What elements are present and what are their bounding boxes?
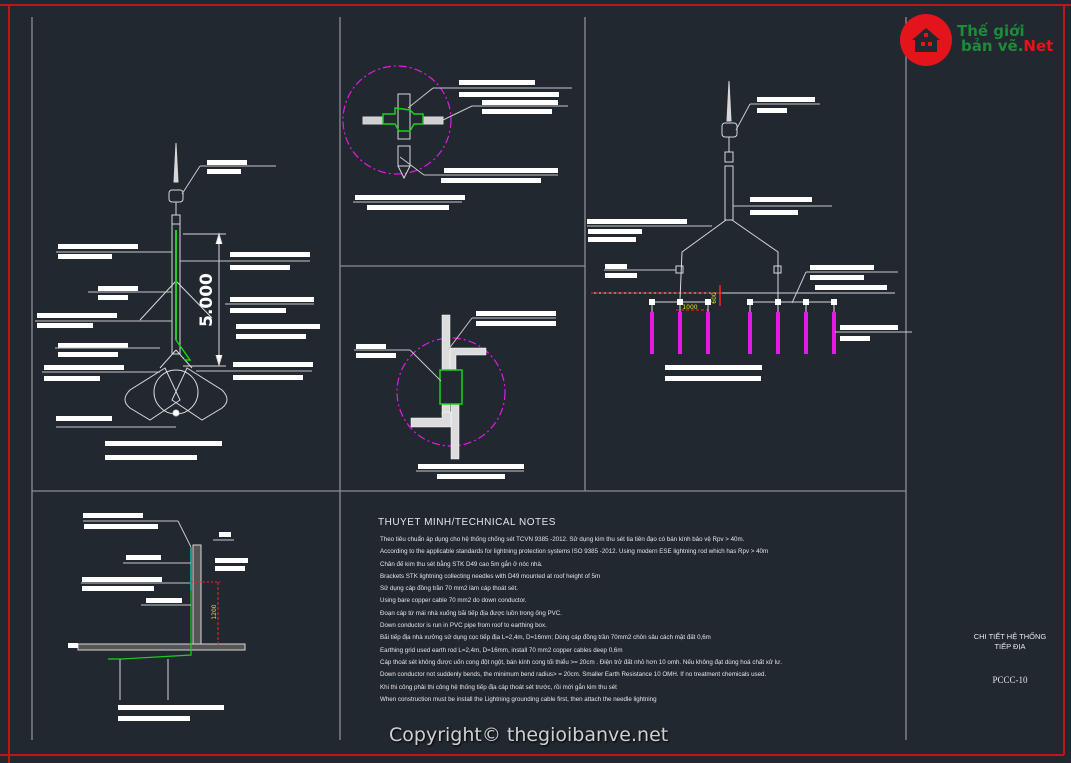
notes-list: Theo tiêu chuẩn áp dụng cho hệ thống chố… (378, 534, 782, 706)
earth-rod (804, 312, 808, 354)
house-icon (900, 14, 952, 66)
note-line: When construction must be install the Li… (380, 695, 657, 703)
rod-connector (649, 299, 655, 305)
conductor-height-dimension: 1200 (211, 604, 218, 619)
earth-rod (776, 312, 780, 354)
mast-height-dimension: 5.000 (197, 273, 217, 327)
earth-rod (832, 312, 836, 354)
earth-rod-clamp-detail (342, 65, 572, 210)
label-placeholders (35, 160, 320, 460)
logo-accent: Net (1023, 37, 1054, 55)
notes-title: THUYET MINH/TECHNICAL NOTES (378, 517, 556, 528)
title-block: CHI TIẾT HỆ THỐNG TIẾP ĐỊA (960, 632, 1060, 652)
note-line: Cáp thoát sét không được uốn cong đột ng… (380, 658, 782, 666)
rod-depth-dimension: 600 (711, 292, 718, 304)
note-line: Brackets STK lightning collecting needle… (380, 572, 601, 580)
rod-spacing-dimension: 1000 (682, 304, 697, 311)
note-line: Bãi tiếp địa nhà xưởng sử dụng cọc tiếp … (380, 634, 711, 642)
lightning-rod-mast-detail: 5.000 (35, 142, 320, 460)
logo-line-1: Thế giới (957, 22, 1025, 40)
rod-connector (831, 299, 837, 305)
earth-rod (748, 312, 752, 354)
earthing-grid-detail: 1000 600 (587, 80, 912, 381)
earth-rod (706, 312, 710, 354)
note-line: According to the applicable standards fo… (380, 548, 769, 556)
technical-notes: THUYET MINH/TECHNICAL NOTES Theo tiêu ch… (378, 517, 782, 706)
cable-joint-detail (354, 311, 556, 479)
note-line: Theo tiêu chuẩn áp dụng cho hệ thống chố… (380, 536, 745, 543)
rod-connector (677, 299, 683, 305)
earth-rod (678, 312, 682, 354)
note-line: Using bare copper cable 70 mm2 do down c… (380, 597, 527, 605)
logo-line-2: bản vẽ. (961, 37, 1024, 55)
panel-grid (31, 17, 907, 740)
down-conductor-detail: 1200 (68, 513, 248, 721)
copyright-watermark: Copyright© thegioibanve.net (389, 724, 669, 746)
rod-connector (705, 299, 711, 305)
drawing-frame (0, 4, 1071, 763)
note-line: Earthing grid used earth rod L=2,4m, D=1… (380, 646, 623, 654)
rod-connector (775, 299, 781, 305)
note-line: Down conductor not suddenly bends, the m… (380, 671, 767, 679)
note-line: Sử dụng cáp đồng trần 70 mm2 làm cáp tho… (380, 585, 518, 593)
site-logo[interactable]: Thế giới bản vẽ.Net (900, 14, 1065, 66)
note-line: Khi thi công phải thi công hệ thống tiếp… (380, 683, 617, 691)
earth-rods (649, 299, 837, 354)
sheet-number: PCCC-10 (992, 675, 1028, 685)
note-line: Đoạn cáp từ mái nhà xuống bãi tiếp địa đ… (380, 609, 562, 617)
title-line-2: TIẾP ĐỊA (994, 642, 1026, 651)
earth-rod (650, 312, 654, 354)
note-line: Down conductor is run in PVC pipe from r… (380, 622, 547, 630)
rod-connector (803, 299, 809, 305)
title-line-1: CHI TIẾT HỆ THỐNG (973, 632, 1047, 641)
note-line: Chân đế kim thu sét bằng STK D49 cao 5m … (380, 560, 543, 568)
logo-wordmark: Thế giới bản vẽ.Net (957, 24, 1053, 54)
rod-connector (747, 299, 753, 305)
